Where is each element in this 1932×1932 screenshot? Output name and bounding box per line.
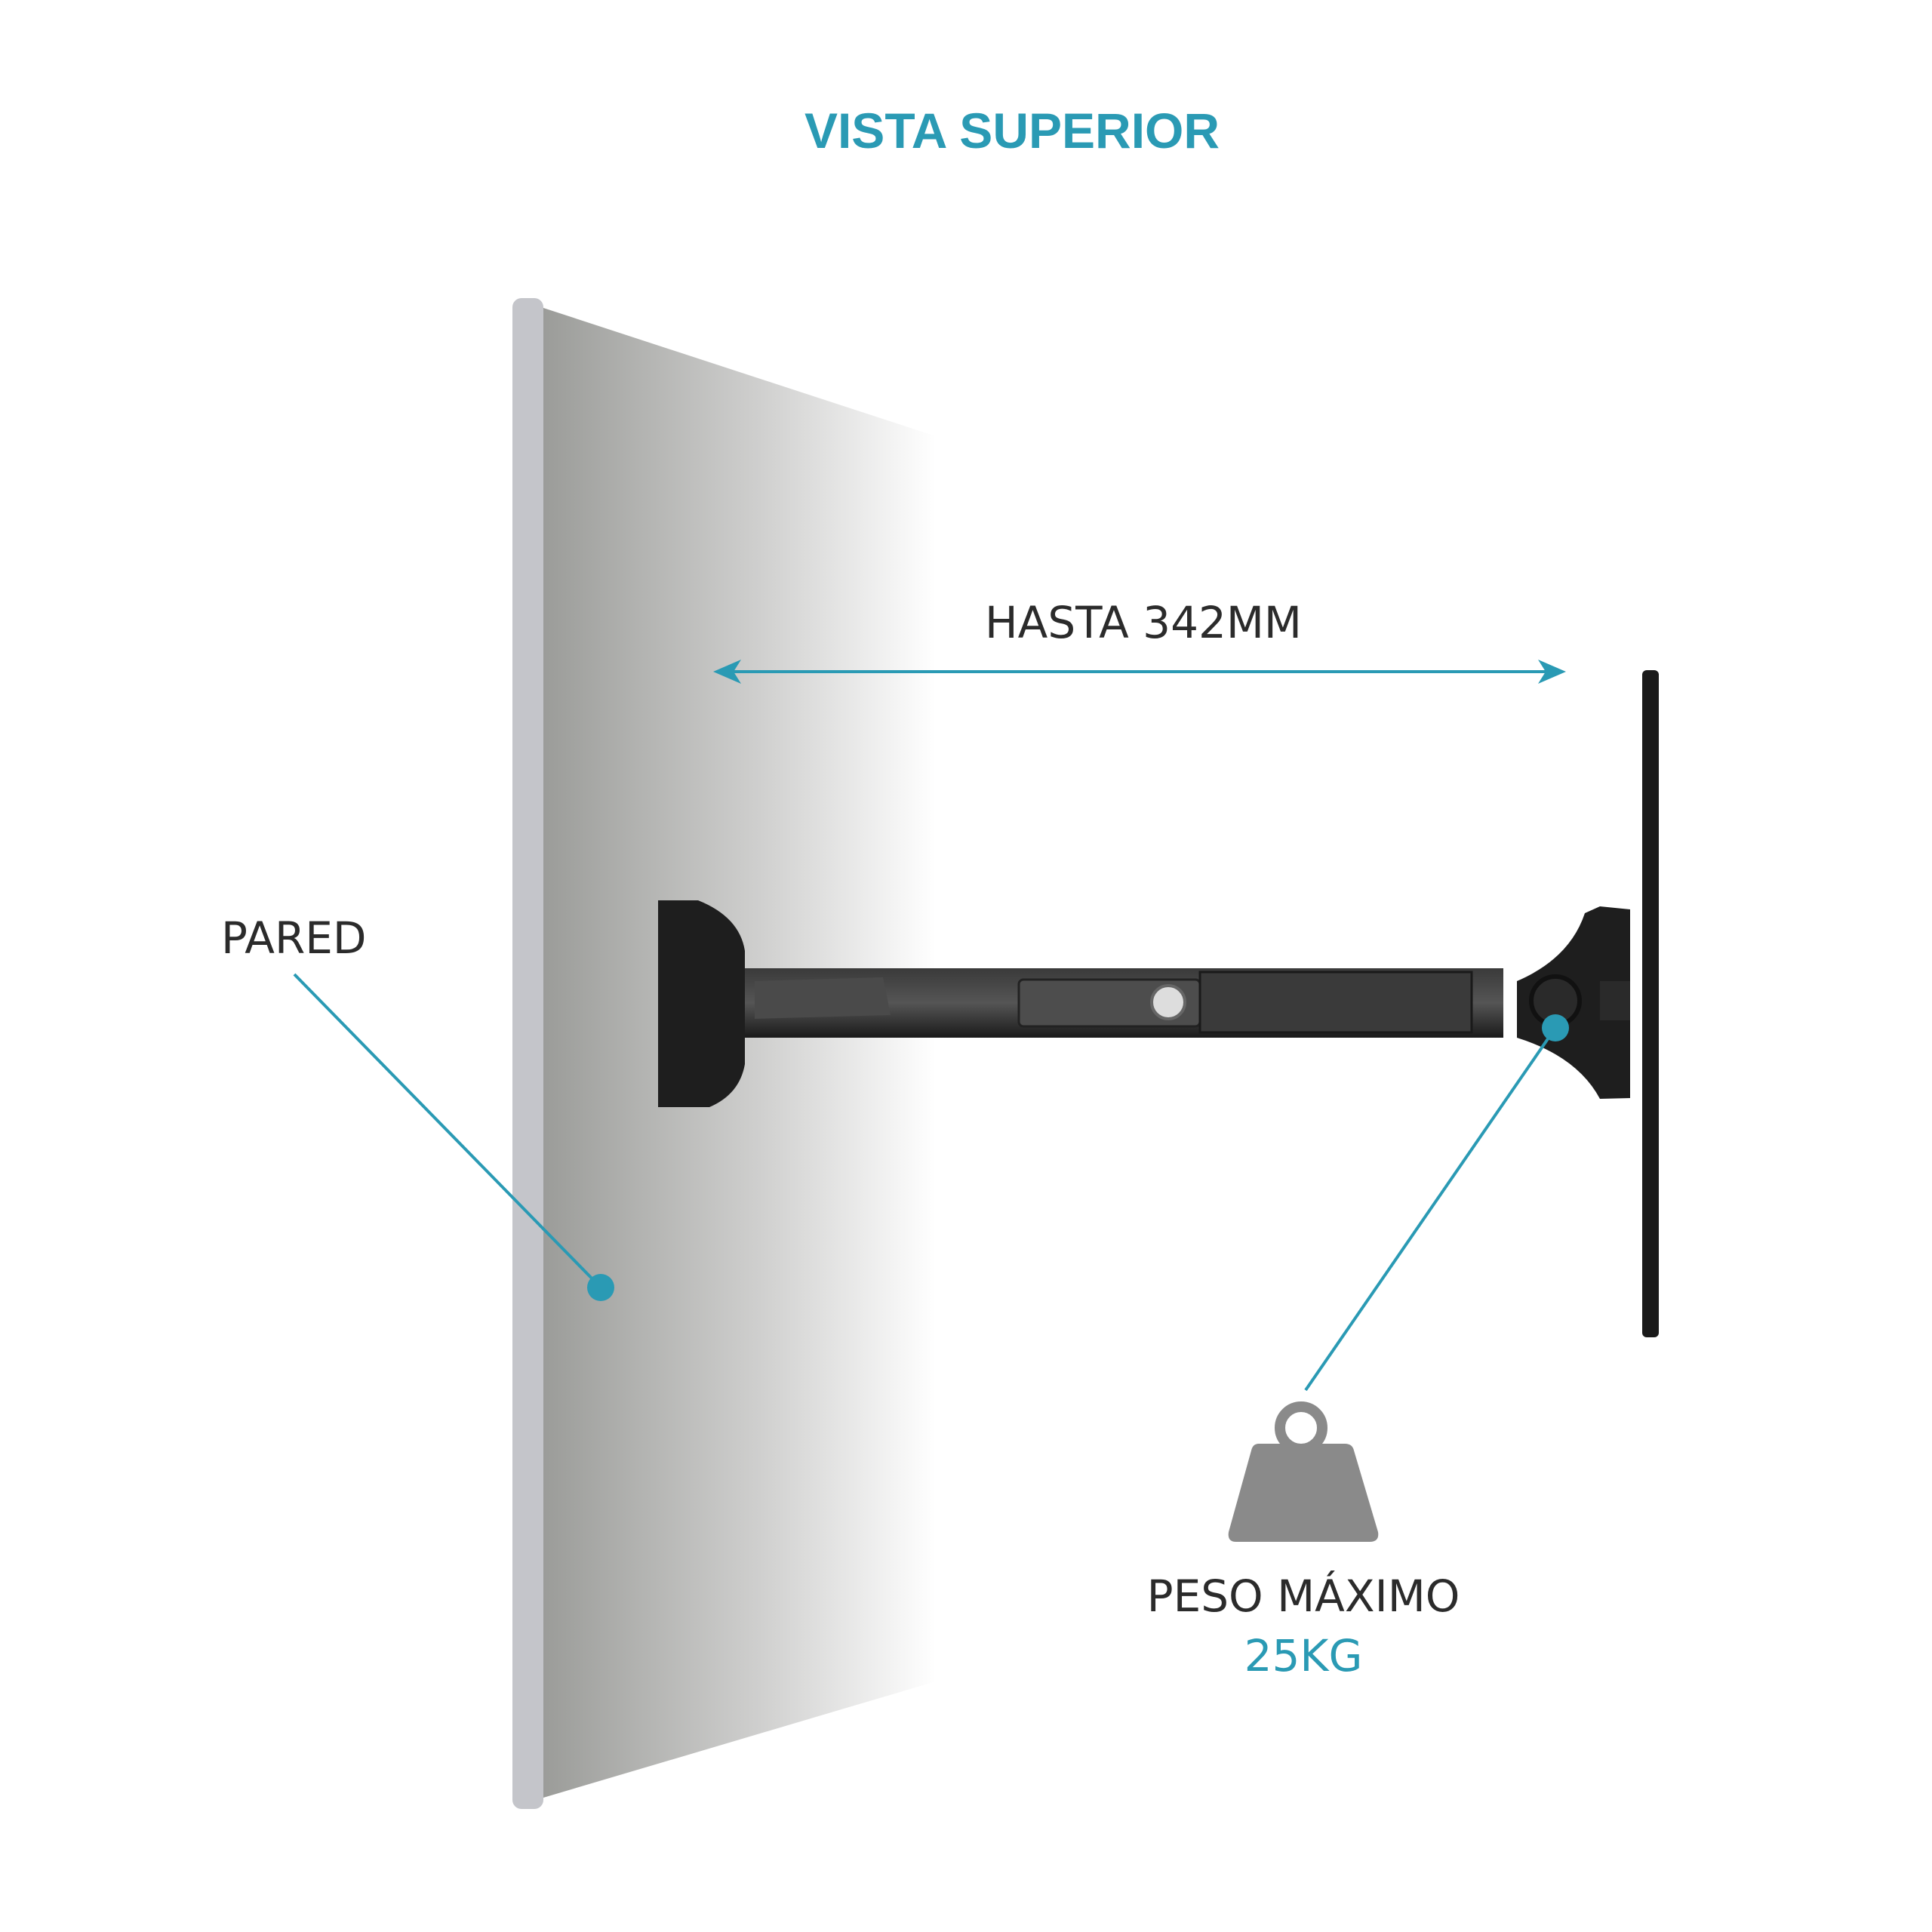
arrow-right-icon <box>1538 660 1566 684</box>
wall-mount-arm <box>658 670 1659 1337</box>
max-weight-value: 25KG <box>1244 1630 1363 1681</box>
bolt-icon <box>1150 984 1186 1020</box>
weight-callout-line <box>1304 1026 1557 1392</box>
wall-callout-line <box>293 973 602 1289</box>
weight-icon <box>1228 1401 1379 1542</box>
wall-callout-dot <box>587 1274 614 1301</box>
pivot-connector <box>1600 981 1630 1020</box>
arm-segment <box>1198 971 1473 1034</box>
arm-segment <box>755 977 891 1019</box>
distance-label: HASTA 342MM <box>985 597 1302 648</box>
max-weight-label: PESO MÁXIMO <box>1147 1570 1460 1622</box>
tv-plate <box>1642 670 1659 1337</box>
weight-callout-dot <box>1542 1014 1569 1041</box>
diagram-title: VISTA SUPERIOR <box>804 103 1220 158</box>
wall-edge <box>512 298 543 1809</box>
weight-icon-ring <box>1275 1401 1327 1454</box>
wall-callout <box>293 973 614 1301</box>
arrow-left-icon <box>713 660 741 684</box>
wall-plate <box>658 900 745 1107</box>
weight-callout <box>1304 1014 1569 1392</box>
distance-arrow <box>713 660 1566 684</box>
weight-icon-body <box>1228 1444 1379 1542</box>
wall-label: PARED <box>221 912 367 964</box>
